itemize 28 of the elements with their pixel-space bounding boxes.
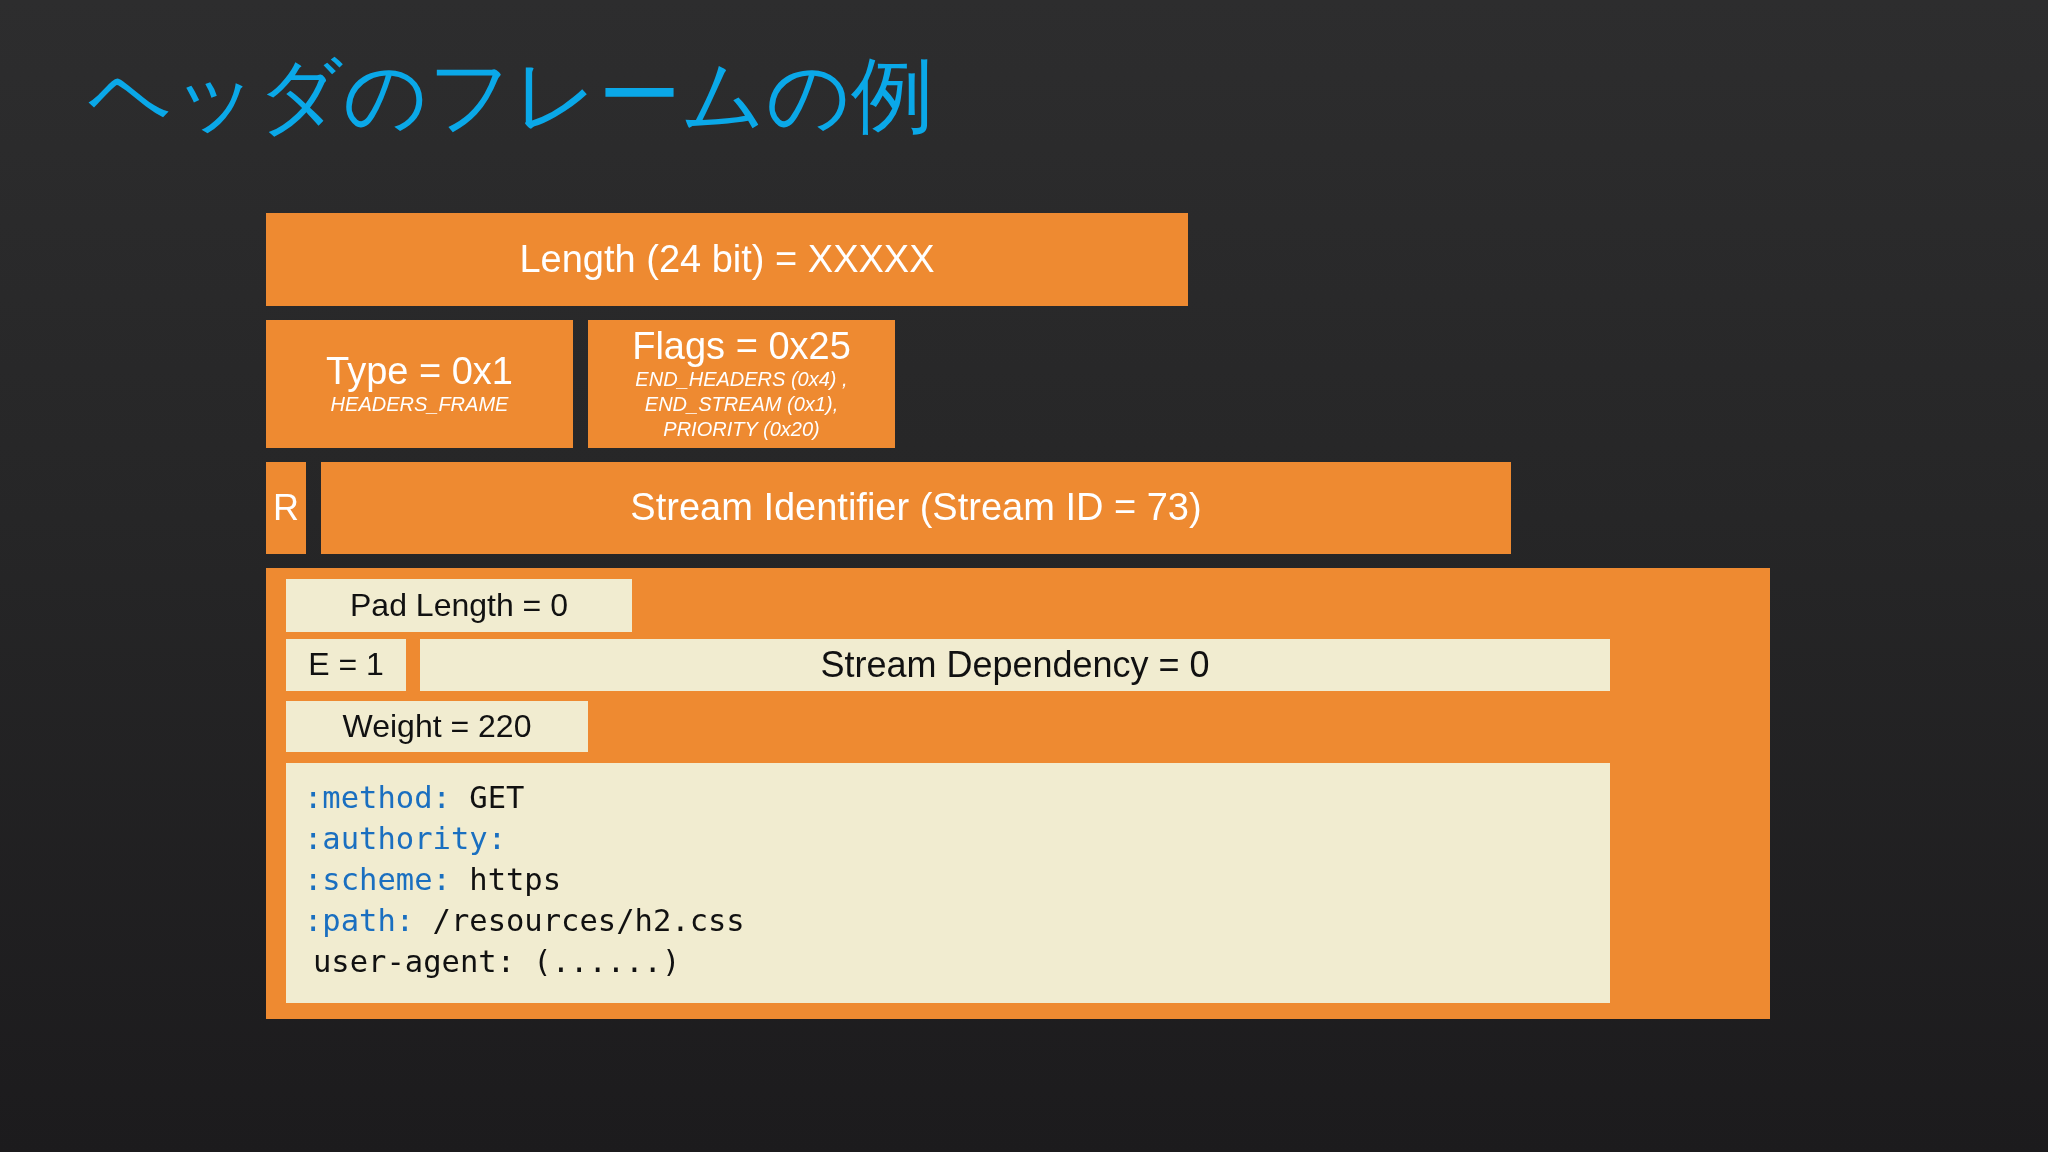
- field-box: [286, 701, 588, 752]
- field-box: [266, 213, 1188, 306]
- field-box: [266, 462, 306, 554]
- field-box: [588, 320, 895, 448]
- field-label: Flags = 0x25: [632, 325, 851, 368]
- field-label: Type = 0x1: [326, 350, 513, 393]
- code-line: :scheme: https: [304, 861, 562, 899]
- payload-box: [266, 568, 1770, 1019]
- field-label: Stream Dependency = 0: [820, 645, 1210, 685]
- field-note: END_HEADERS (0x4) , END_STREAM (0x1), PRIORITY (0x20): [634, 367, 849, 443]
- field-box: [286, 579, 632, 632]
- field-label: R: [273, 488, 299, 528]
- field-label: Weight = 220: [342, 708, 532, 745]
- code-line: :authority:: [304, 820, 506, 858]
- field-box: [321, 462, 1511, 554]
- field-box: [286, 639, 406, 691]
- code-line: :path: /resources/h2.css: [304, 902, 745, 940]
- field-note: HEADERS_FRAME: [330, 392, 509, 418]
- field-label: Pad Length = 0: [350, 587, 568, 624]
- field-box: [266, 320, 573, 448]
- code-line: user-agent: (......): [312, 943, 681, 981]
- field-box: [420, 639, 1610, 691]
- slide-title: ヘッダのフレームの例: [88, 50, 934, 142]
- field-label: Stream Identifier (Stream ID = 73): [630, 487, 1202, 529]
- field-label: E = 1: [308, 647, 384, 683]
- code-line: :method: GET: [304, 779, 525, 817]
- field-label: Length (24 bit) = XXXXX: [519, 238, 935, 281]
- code-box: [286, 763, 1610, 1003]
